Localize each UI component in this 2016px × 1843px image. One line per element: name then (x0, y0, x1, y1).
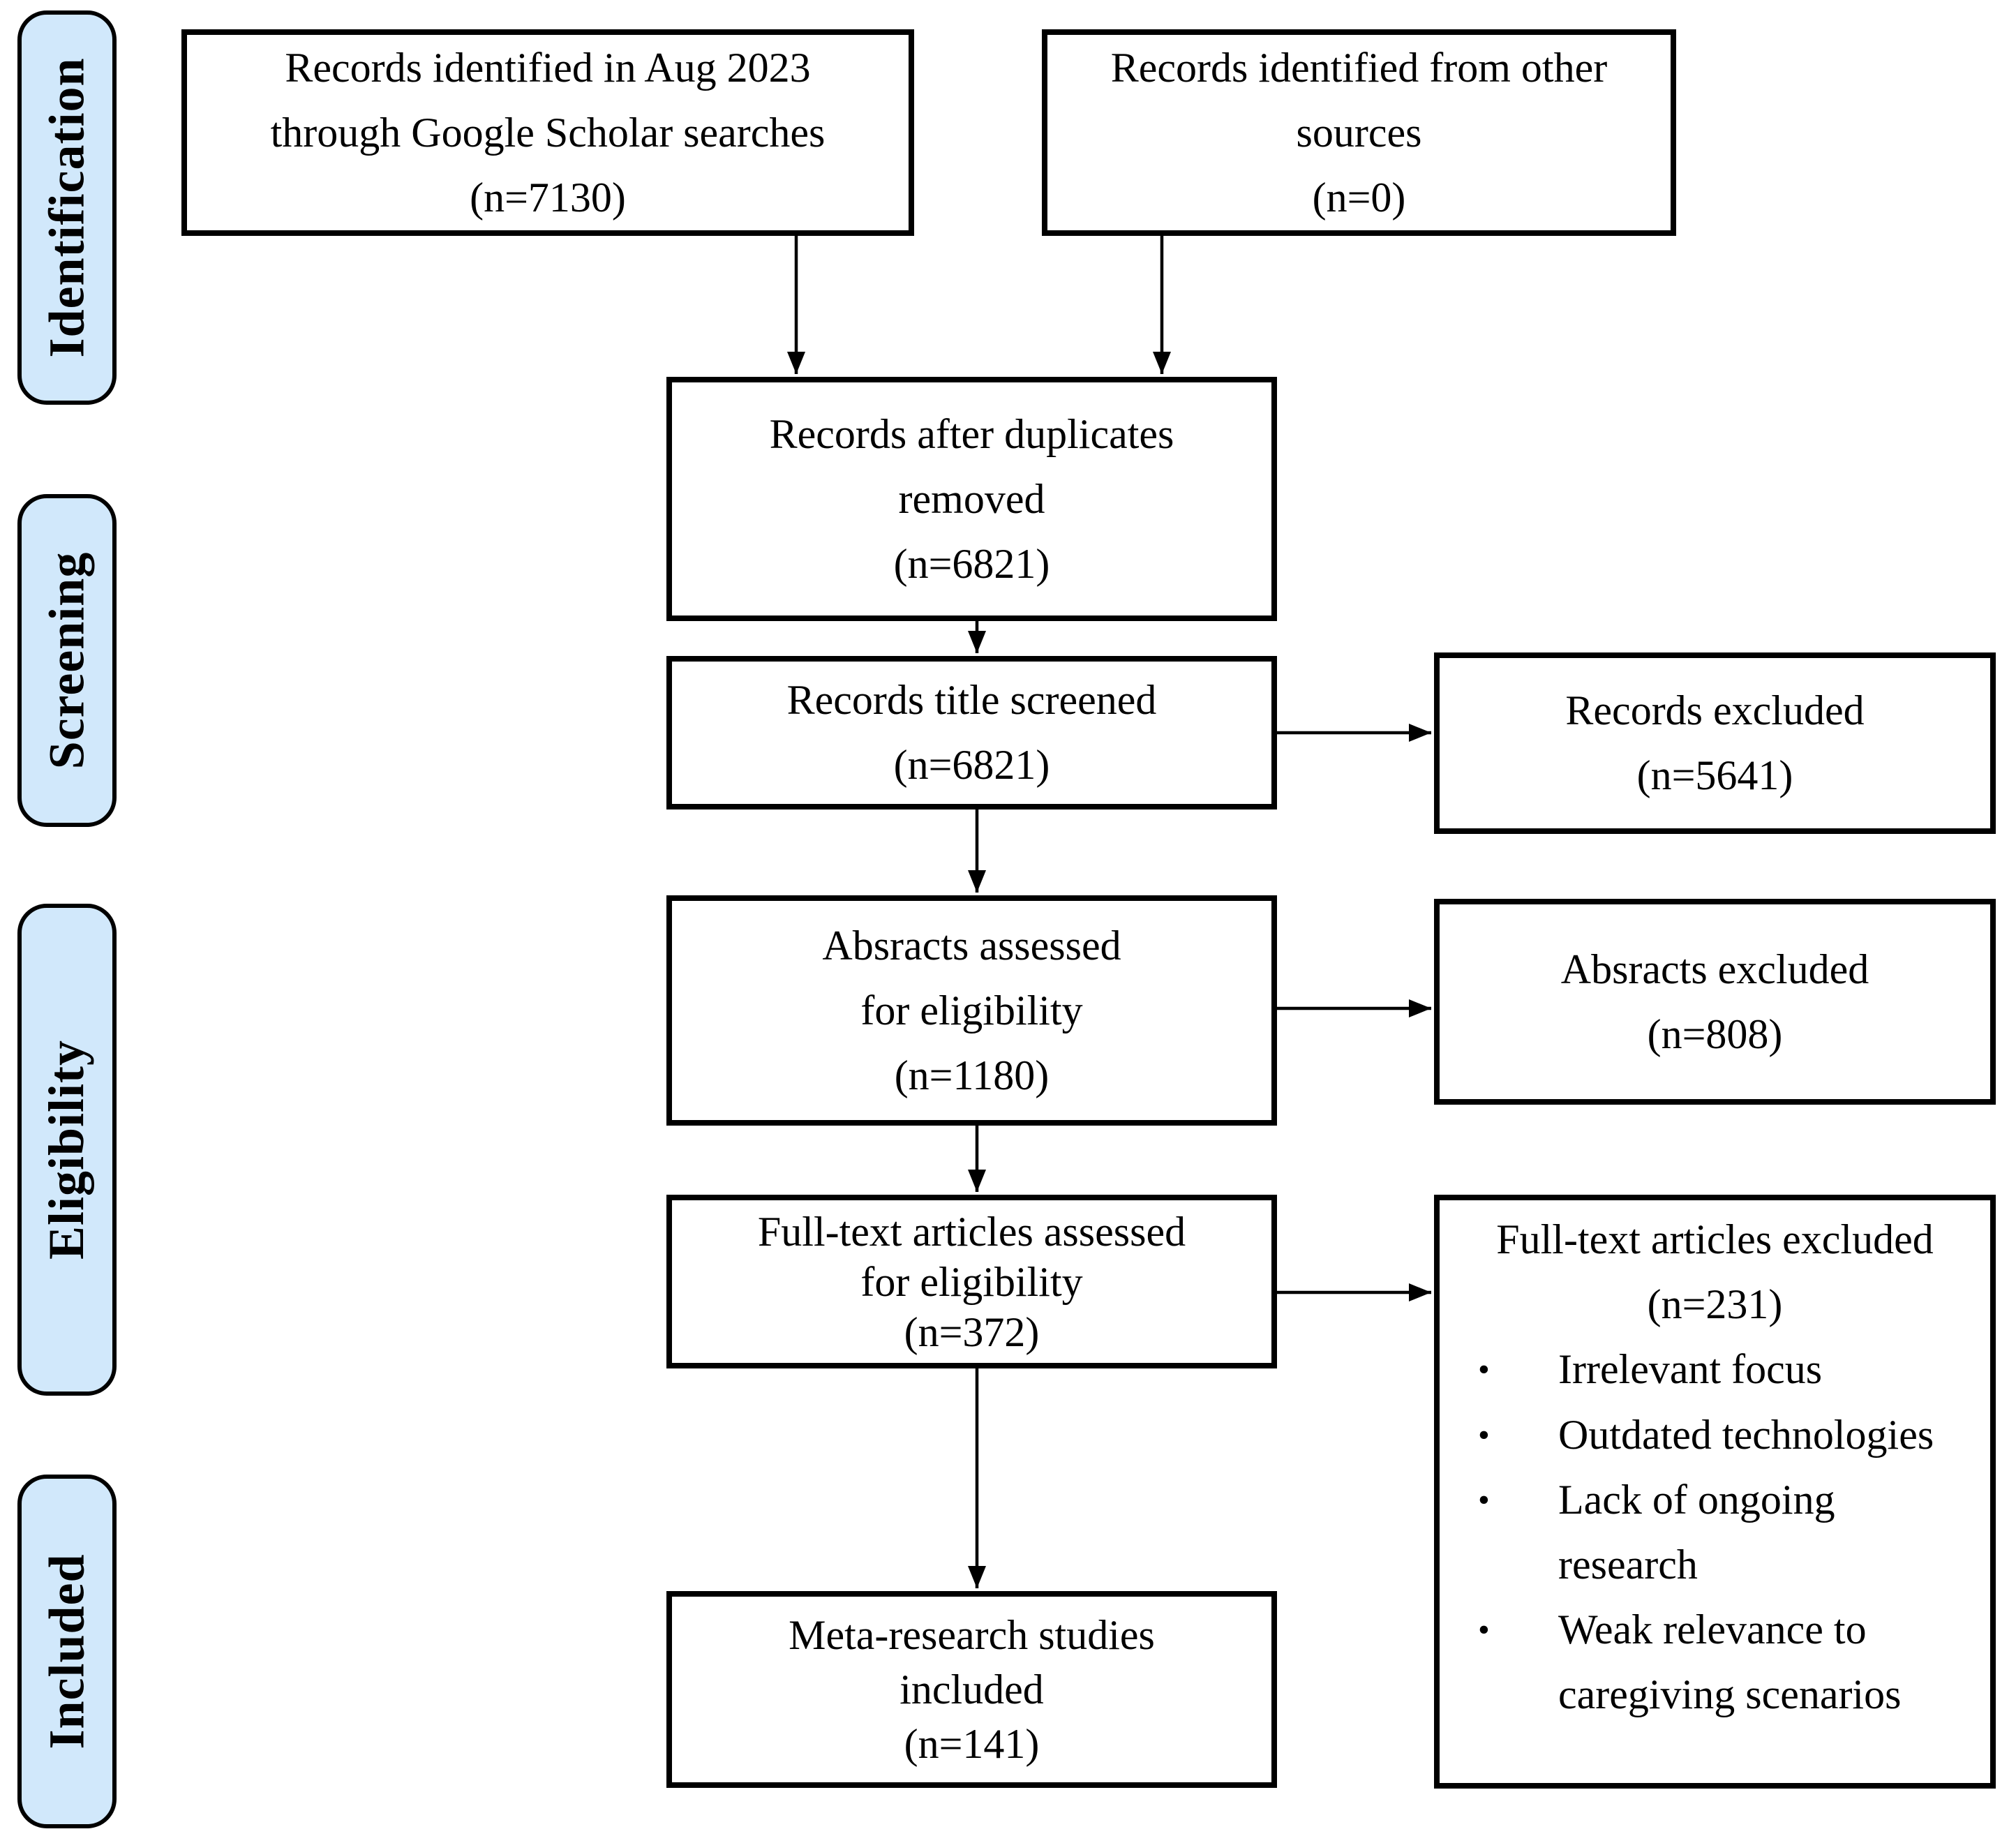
stage-identification: Identification (17, 10, 117, 405)
exclusion-reason: Weak relevance to caregiving scenarios (1558, 1606, 1902, 1718)
box-text-line: Records excluded (1565, 687, 1865, 733)
box-records-after-duplicates-removed: Records after duplicates removed (n=6821… (666, 377, 1277, 621)
box-text-line: (n=0) (1312, 174, 1406, 221)
box-text-line: Full-text articles assessed (757, 1208, 1186, 1255)
box-fulltext-assessed: Full-text articles assessed for eligibil… (666, 1195, 1277, 1368)
bullet-icon: • (1478, 1351, 1490, 1388)
list-item: • Weak relevance to caregiving scenarios (1471, 1597, 1966, 1727)
box-records-identified-other-sources: Records identified from other sources (n… (1042, 29, 1676, 236)
box-records-title-screened: Records title screened (n=6821) (666, 656, 1277, 809)
box-text-line: Meta-research studies (789, 1612, 1155, 1658)
box-text-line: Absracts excluded (1560, 946, 1869, 992)
exclusion-reason: Irrelevant focus (1558, 1346, 1823, 1392)
list-item: • Outdated technologies (1471, 1403, 1966, 1468)
box-text-line: (n=7130) (470, 174, 626, 221)
box-text-line: (n=1180) (894, 1052, 1050, 1098)
stage-eligibility-label: Eligibility (38, 1039, 95, 1260)
box-abstracts-assessed: Absracts assessed for eligibility (n=118… (666, 895, 1277, 1126)
box-text-line: (n=5641) (1636, 752, 1793, 798)
box-text-line: removed (898, 475, 1045, 522)
box-text-line: (n=808) (1647, 1010, 1783, 1057)
bullet-icon: • (1478, 1611, 1490, 1649)
exclusion-reason-list: • Irrelevant focus • Outdated technologi… (1440, 1337, 1990, 1727)
list-item: • Irrelevant focus (1471, 1337, 1966, 1403)
list-item: • Lack of ongoing research (1471, 1468, 1966, 1597)
box-text-line: Records identified in Aug 2023 (285, 44, 811, 91)
box-text-line: (n=6821) (893, 540, 1050, 587)
box-text-line: Full-text articles excluded (1496, 1216, 1934, 1262)
box-meta-research-included: Meta-research studies included (n=141) (666, 1591, 1277, 1788)
box-text-line: through Google Scholar searches (270, 109, 826, 156)
box-text-line: for eligibility (860, 1258, 1083, 1305)
box-abstracts-excluded: Absracts excluded (n=808) (1434, 899, 1996, 1105)
exclusion-reason: Lack of ongoing research (1558, 1477, 1835, 1588)
exclusion-reason: Outdated technologies (1558, 1411, 1934, 1458)
stage-eligibility: Eligibility (17, 904, 117, 1396)
box-text-line: (n=231) (1647, 1281, 1783, 1327)
box-records-identified-google-scholar: Records identified in Aug 2023 through G… (181, 29, 914, 236)
stage-included: Included (17, 1475, 117, 1828)
box-text-line: included (899, 1666, 1044, 1713)
box-fulltext-excluded: Full-text articles excluded (n=231) • Ir… (1434, 1195, 1996, 1789)
stage-included-label: Included (38, 1553, 95, 1749)
stage-screening-label: Screening (38, 551, 95, 770)
bullet-icon: • (1478, 1416, 1490, 1454)
box-text-line: (n=141) (904, 1721, 1040, 1767)
box-text-line: Absracts assessed (822, 922, 1121, 969)
box-text-line: (n=372) (904, 1308, 1040, 1355)
box-text-line: sources (1296, 109, 1422, 156)
box-records-excluded: Records excluded (n=5641) (1434, 652, 1996, 834)
stage-identification-label: Identification (38, 57, 95, 358)
box-text-line: (n=6821) (893, 742, 1050, 788)
box-text-line: for eligibility (860, 987, 1083, 1034)
box-text-line: Records title screened (786, 677, 1157, 723)
box-text-line: Records after duplicates (769, 410, 1174, 457)
box-text-line: Records identified from other (1110, 44, 1608, 91)
bullet-icon: • (1478, 1482, 1490, 1519)
stage-screening: Screening (17, 494, 117, 827)
